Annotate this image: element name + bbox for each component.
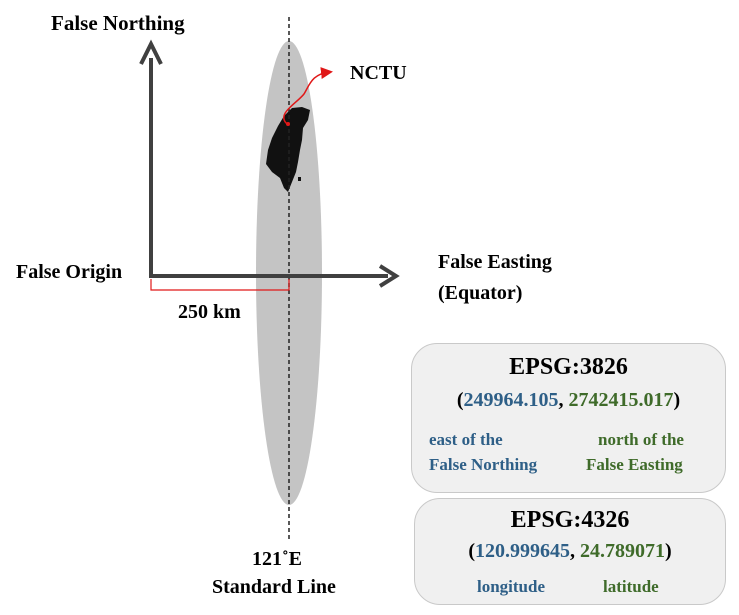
y-axis-arrowhead-icon	[139, 39, 163, 65]
northing-desc-line1: north of the	[598, 430, 684, 449]
easting-desc-line1: east of the	[429, 430, 503, 449]
easting-value: 249964.105	[463, 389, 559, 411]
nctu-label: NCTU	[350, 62, 407, 84]
close-paren: )	[673, 389, 681, 411]
meridian-label: 121˚E	[252, 548, 302, 570]
x-axis-arrowhead-icon	[378, 264, 400, 288]
islet	[298, 177, 301, 181]
separator: ,	[570, 540, 580, 562]
easting-desc-line2: False Northing	[429, 455, 538, 474]
latitude-label: latitude	[603, 577, 659, 596]
origin-label: False Origin	[16, 261, 123, 283]
islet	[282, 168, 284, 171]
x-axis-sublabel: (Equator)	[438, 282, 523, 304]
nctu-location-dot	[286, 122, 290, 126]
epsg3826-code: EPSG:3826	[509, 354, 628, 380]
x-axis-label: False Easting	[438, 251, 552, 273]
separator: ,	[558, 389, 569, 411]
y-axis-label: False Northing	[51, 11, 185, 35]
open-paren: (	[468, 540, 475, 562]
longitude-label: longitude	[477, 577, 546, 596]
nctu-pointer-arrow	[283, 67, 333, 125]
epsg4326-card: EPSG:4326 (120.999645, 24.789071) longit…	[414, 498, 726, 605]
standard-line-label: Standard Line	[212, 576, 336, 598]
offset-bracket	[150, 279, 290, 291]
epsg4326-code: EPSG:4326	[510, 507, 630, 533]
epsg3826-coordinates: (249964.105, 2742415.017)	[412, 389, 725, 412]
longitude-value: 120.999645	[475, 540, 570, 562]
close-paren: )	[665, 540, 672, 562]
latitude-value: 24.789071	[580, 540, 665, 562]
offset-distance-label: 250 km	[178, 301, 241, 323]
open-paren: (	[456, 389, 464, 411]
northing-value: 2742415.017	[568, 389, 674, 411]
northing-desc-line2: False Easting	[586, 455, 683, 474]
epsg4326-coordinates: (120.999645, 24.789071)	[415, 540, 725, 563]
taiwan-island-shape	[266, 107, 310, 192]
epsg3826-card: EPSG:3826 (249964.105, 2742415.017) east…	[411, 343, 726, 493]
